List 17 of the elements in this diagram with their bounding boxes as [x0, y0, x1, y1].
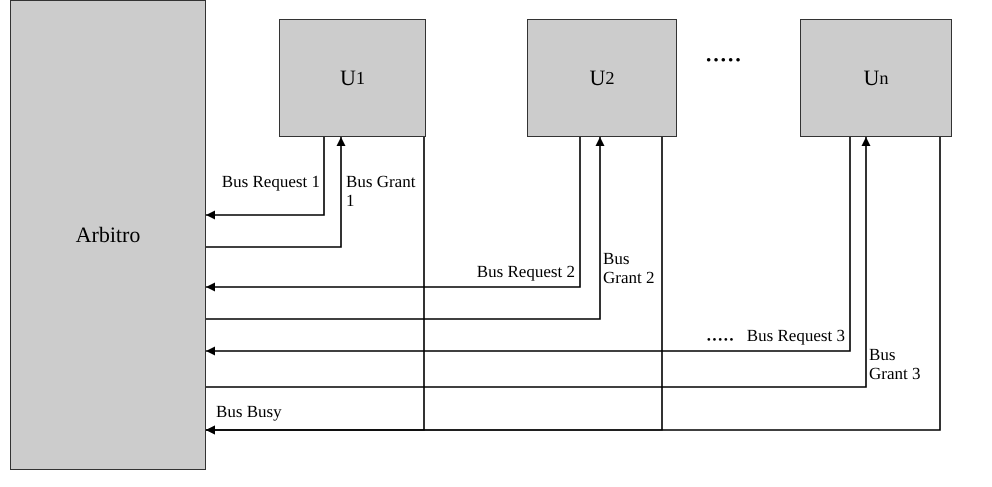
arrow	[206, 137, 581, 292]
edge-label: Bus Grant 3	[869, 345, 922, 383]
edge-label: Bus Request 1	[220, 172, 320, 191]
edge-label: Bus Grant 1	[346, 172, 416, 210]
arrow	[206, 137, 604, 320]
edge-label: Bus Request 3	[746, 326, 845, 345]
arbiter-box: Arbitro	[10, 0, 206, 470]
ellipsis-dots: ·····	[706, 330, 734, 349]
arrow	[206, 137, 851, 356]
edge-label: Bus Request 2	[476, 262, 575, 281]
arrow	[206, 137, 941, 434]
edge-label: Bus Busy	[216, 402, 283, 421]
arrow	[206, 137, 325, 220]
ellipsis-dots: ·····	[705, 50, 742, 69]
edge-label: Bus Grant 2	[603, 249, 656, 287]
arrow	[206, 137, 870, 388]
arrow	[206, 137, 346, 248]
